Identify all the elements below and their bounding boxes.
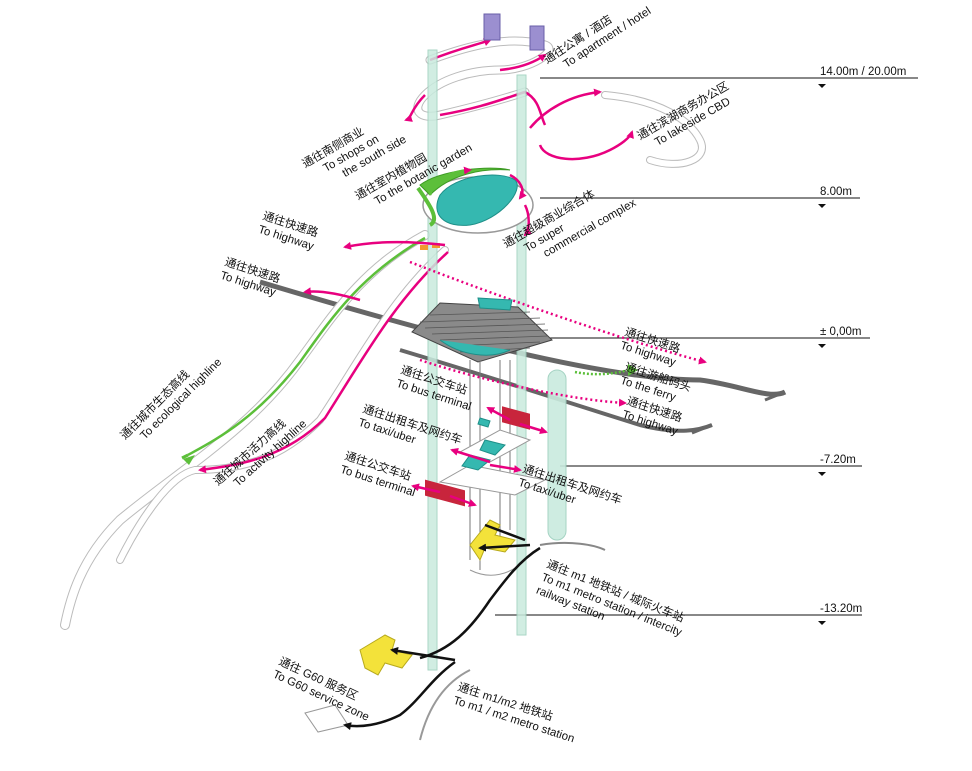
plaza-void (436, 174, 518, 226)
ferry-tube (547, 369, 567, 541)
highlines (60, 91, 706, 630)
stair-icon (420, 245, 428, 250)
botanic-garden-ramp (416, 186, 437, 227)
label-highway-4: 通往快速路 To highway (621, 394, 685, 438)
eco-route (187, 236, 426, 457)
botanic-garden-deck (419, 167, 511, 196)
highway-road (399, 348, 713, 433)
label-highway-1: 通往快速路 To highway (257, 209, 321, 253)
elevator-shafts (427, 49, 567, 671)
road-branch (691, 423, 713, 435)
route-to-bus-1 (486, 406, 511, 422)
level-label-0m: ± 0,00m (820, 326, 861, 338)
m1-station-hall (469, 519, 516, 562)
apartment-building-icon (483, 13, 501, 41)
hotel-building-icon (529, 25, 545, 51)
transport-level (425, 406, 547, 507)
station-rail (419, 669, 471, 741)
highway-routes (303, 240, 707, 407)
m1m2-station-hall (359, 634, 413, 676)
route-to-bus-2 (411, 483, 441, 494)
route-to-apartment (429, 38, 492, 62)
label-bus-2: 通往公交车站 To bus terminal (339, 449, 417, 500)
taxi-deck-lower (438, 464, 547, 496)
level-label-minus7m: -7.20m (820, 454, 856, 466)
taxi-node (477, 417, 491, 428)
level-marker-icon (818, 621, 826, 625)
route-to-taxi-2 (489, 463, 522, 473)
eco-arrow-icon (183, 455, 195, 465)
label-metro-m1: 通往 m1 地铁站 / 城际火车站 To m1 metro station / … (534, 557, 686, 639)
route-to-bus-2b (449, 494, 477, 507)
level-label-20m: 14.00m / 20.00m (820, 66, 906, 78)
level-label-minus13m: -13.20m (820, 603, 862, 615)
route-to-cbd-top (529, 88, 602, 129)
level-lines (495, 77, 808, 616)
elevator-shaft-west (427, 49, 438, 671)
level-label-8m: 8.00m (820, 186, 852, 198)
metro-routes (343, 523, 541, 731)
ecological-highline (61, 231, 429, 629)
route-to-m1m2 (390, 646, 456, 662)
activity-route (198, 251, 449, 474)
label-taxi-2: 通往出租车及网约车 To taxi/uber (517, 462, 624, 507)
highline-routes (181, 236, 449, 474)
route-to-garden (428, 166, 472, 196)
label-highway-2: 通往快速路 To highway (219, 255, 283, 299)
route-to-commercial (509, 173, 527, 200)
ground-entry (477, 297, 513, 311)
eco-route-end (181, 453, 189, 460)
level-marker-icon (818, 472, 826, 476)
label-taxi-1: 通往出租车及网约车 To taxi/uber (357, 402, 464, 447)
route-to-bus-1b (519, 422, 548, 435)
route-to-g60 (343, 660, 456, 731)
level-marker-icon (818, 344, 826, 348)
station-rail (539, 541, 606, 551)
ground-plaza (411, 297, 553, 363)
level-marker-icon (818, 204, 826, 208)
level-markers (818, 84, 826, 625)
route-to-taxi-1 (450, 447, 491, 464)
stair-icon (432, 243, 440, 248)
cbd-ribbon (602, 92, 705, 167)
ground-atrium (439, 339, 511, 356)
plaza-8m (416, 166, 534, 237)
stair-markers (420, 243, 440, 250)
label-apartment: 通往公寓 / 酒店 To apartment / hotel (541, 5, 653, 70)
route-to-highway-3 (409, 260, 707, 365)
elevator-shaft-east (516, 74, 527, 636)
route-to-highway-2 (303, 287, 361, 302)
route-to-commercial-down (523, 204, 533, 237)
road-branch (764, 390, 786, 402)
route-to-m1 (478, 543, 531, 552)
route-to-m1-b (484, 523, 526, 542)
level-marker-icon (818, 84, 826, 88)
bus-terminal-lower (425, 479, 465, 507)
taxi-concourse (461, 439, 506, 471)
ferry-arrow-icon (628, 364, 638, 376)
level-labels: 14.00m / 20.00m 8.00m ± 0,00m -7.20m -13… (808, 66, 918, 616)
metro-level (304, 519, 526, 733)
route-to-hotel (499, 53, 547, 72)
label-metro-m1m2: 通往 m1/m2 地铁站 To m1 / m2 metro station (452, 680, 576, 746)
route-to-ferry (574, 368, 629, 376)
label-activity: 通往城市活力高线 To activity highline (211, 416, 309, 489)
route-to-highway-1 (343, 240, 446, 250)
svg-text:To ecological highline: To ecological highline (138, 356, 224, 442)
label-lakeside: 通往滨湖商务办公区 To lakeside CBD (635, 79, 733, 149)
buildings (483, 13, 545, 51)
transport-routes (411, 406, 548, 507)
route-metro-main (419, 546, 541, 660)
route-to-cbd (538, 130, 634, 161)
label-eco: 通往城市生态高线 To ecological highline (117, 356, 224, 442)
route-to-shops (404, 94, 426, 122)
